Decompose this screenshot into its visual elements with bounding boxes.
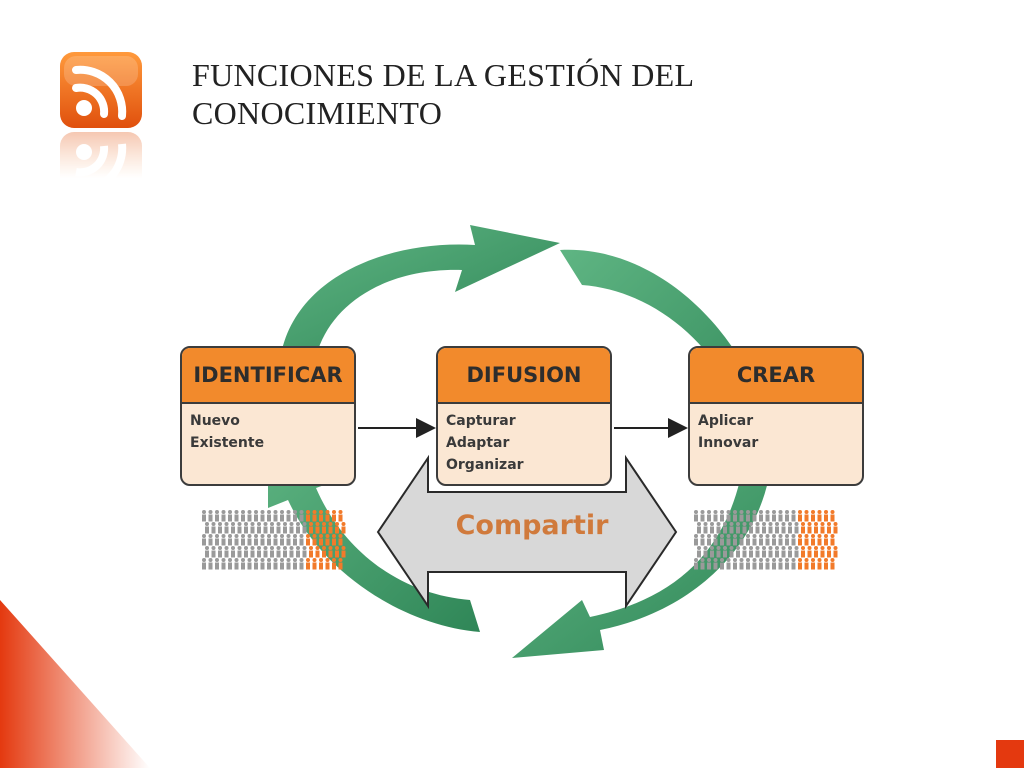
cycle-arrow-top-left bbox=[282, 225, 560, 350]
box-identificar: IDENTIFICAR Nuevo Existente bbox=[180, 346, 356, 486]
people-crowd-icon bbox=[202, 510, 346, 570]
share-double-arrow bbox=[376, 454, 678, 610]
rss-feed-icon bbox=[56, 52, 146, 178]
slide-title-line-1: FUNCIONES DE LA GESTIÓN DEL bbox=[192, 57, 695, 93]
box-crear-item: Innovar bbox=[698, 435, 759, 451]
corner-triangle-decoration bbox=[0, 600, 150, 768]
share-label: Compartir bbox=[455, 510, 609, 541]
box-identificar-title: IDENTIFICAR bbox=[182, 348, 354, 404]
box-crear-title: CREAR bbox=[690, 348, 862, 404]
box-difusion-item: Organizar bbox=[446, 457, 524, 473]
slide-title-line-2: CONOCIMIENTO bbox=[192, 95, 443, 131]
box-difusion-title: DIFUSION bbox=[438, 348, 610, 404]
box-identificar-item: Nuevo bbox=[190, 413, 240, 429]
corner-square-decoration bbox=[996, 740, 1024, 768]
box-difusion: DIFUSION Capturar Adaptar Organizar bbox=[436, 346, 612, 486]
cycle-arrow-bottom-right bbox=[512, 470, 770, 658]
box-difusion-item: Adaptar bbox=[446, 435, 510, 451]
box-crear-item: Aplicar bbox=[698, 413, 754, 429]
box-difusion-item: Capturar bbox=[446, 413, 516, 429]
box-identificar-item: Existente bbox=[190, 435, 265, 451]
box-crear: CREAR Aplicar Innovar bbox=[688, 346, 864, 486]
people-crowd-icon bbox=[694, 510, 838, 570]
slide-title: FUNCIONES DE LA GESTIÓN DEL CONOCIMIENTO bbox=[192, 56, 892, 132]
